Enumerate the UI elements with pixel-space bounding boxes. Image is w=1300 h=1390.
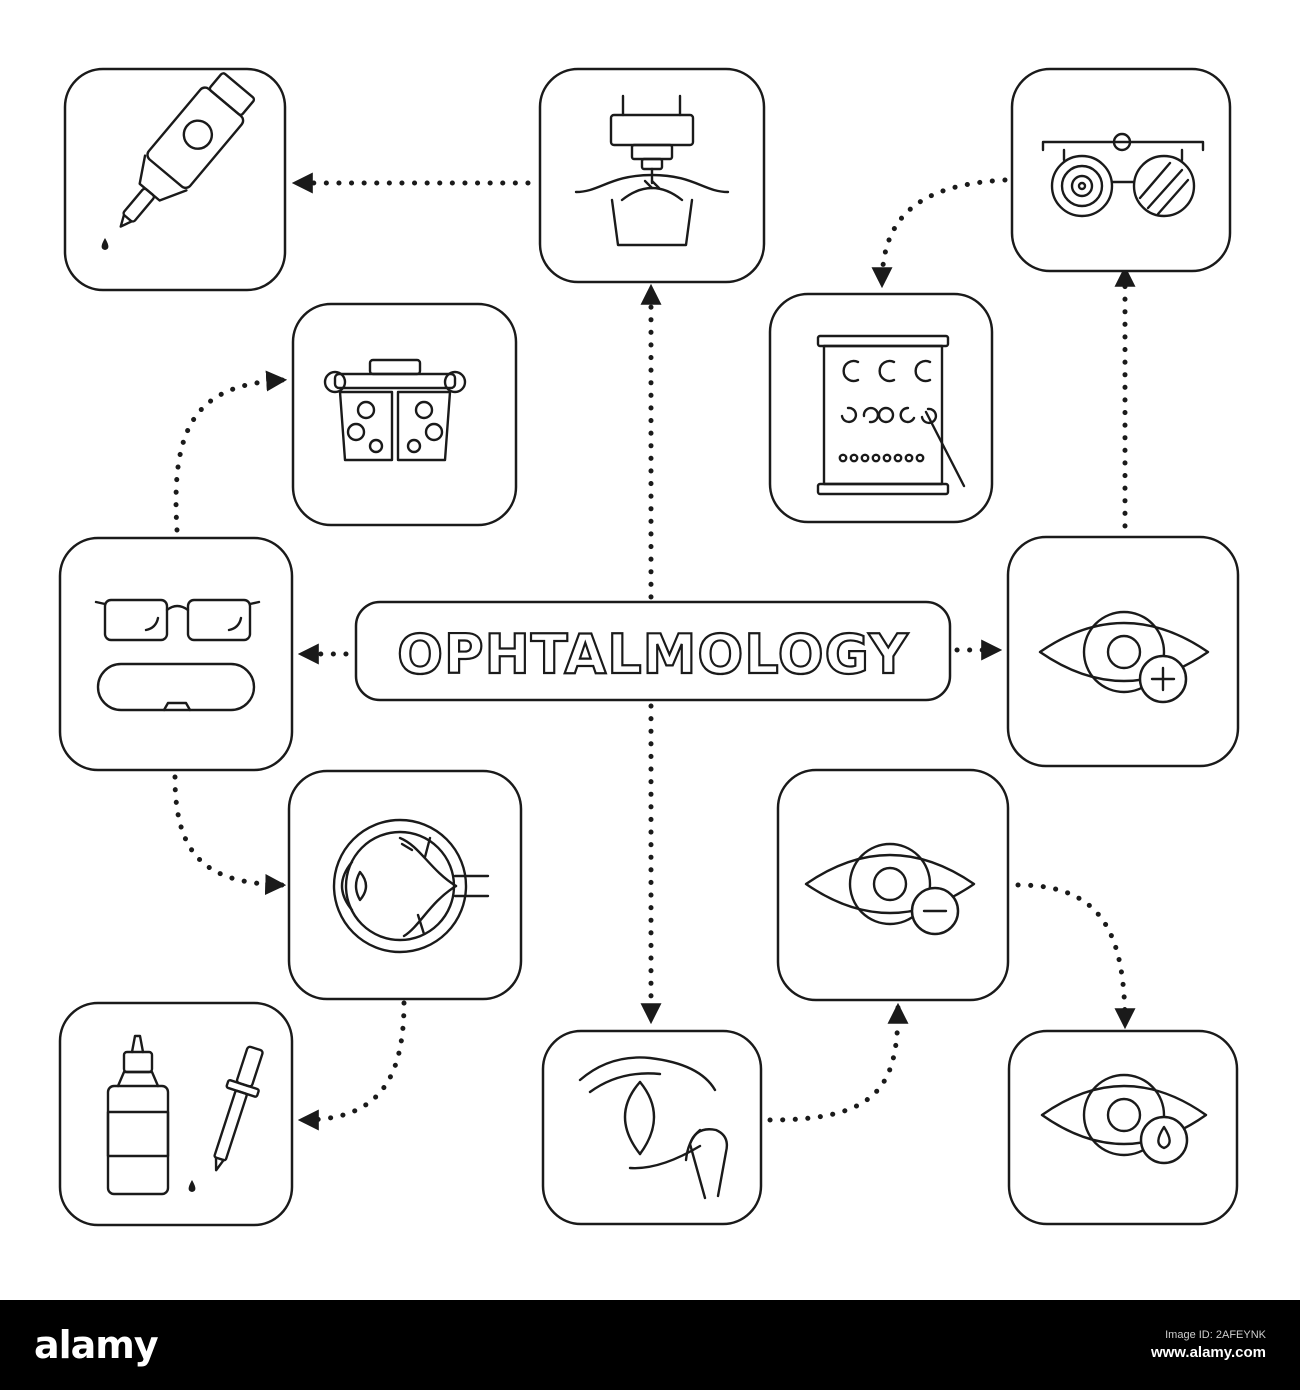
brand-logo[interactable]: alamy [34,1323,159,1367]
node-contact-lens [541,1029,763,1226]
connector-glasses-to-phoropter [173,370,288,533]
connector-trialframe-to-chart [871,177,1008,289]
connectors [172,172,1136,1131]
connector-glasses-to-eyeball [172,774,287,896]
image-id-label: Image ID: 2AFEYNK [1165,1329,1266,1341]
eye-chart-icon [816,334,966,496]
node-laser-surgery [538,67,766,284]
node-eye-drop-bottle [63,67,287,292]
title-text: OPHTALMOLOGY [397,623,909,686]
eye-minus-icon [804,842,976,936]
footer-bar: alamy Image ID: 2AFEYNK www.alamy.com [0,1300,1300,1390]
node-eye-drops-pipette [58,1001,294,1227]
eyeball-anatomy-icon [332,818,490,954]
contact-lens-icon [578,1056,729,1200]
connector-eyeball-to-pipette [297,1000,407,1131]
glasses-and-case-icon [94,598,261,712]
node-dry-eye [1007,1029,1239,1226]
node-trial-frame [1010,67,1232,273]
node-phoropter [291,302,518,527]
node-eyeball-anatomy [287,769,523,1001]
eye-drops-pipette-icon [106,1034,264,1196]
central-title: OPHTALMOLOGY [354,600,952,702]
connector-lens-to-myopia [767,1002,909,1123]
node-eye-chart [768,292,994,524]
mind-map-diagram: OPHTALMOLOGY [58,67,1240,1227]
eye-plus-icon [1038,610,1210,704]
connector-myopia-to-dryeye [1015,882,1136,1030]
laser-eye-surgery-icon [574,94,730,247]
node-glasses-case [58,536,294,772]
trial-frame-glasses-icon [1041,132,1205,218]
node-hyperopia [1006,535,1240,768]
chart-small-row [838,453,925,463]
image-id-value: www.alamy.com [1150,1344,1266,1361]
phoropter-icon [323,358,467,462]
eye-drop-icon [1040,1073,1208,1165]
eye-drop-bottle-icon [101,72,256,250]
image-id-block: Image ID: 2AFEYNK www.alamy.com [1151,1329,1266,1361]
node-myopia [776,768,1010,1002]
